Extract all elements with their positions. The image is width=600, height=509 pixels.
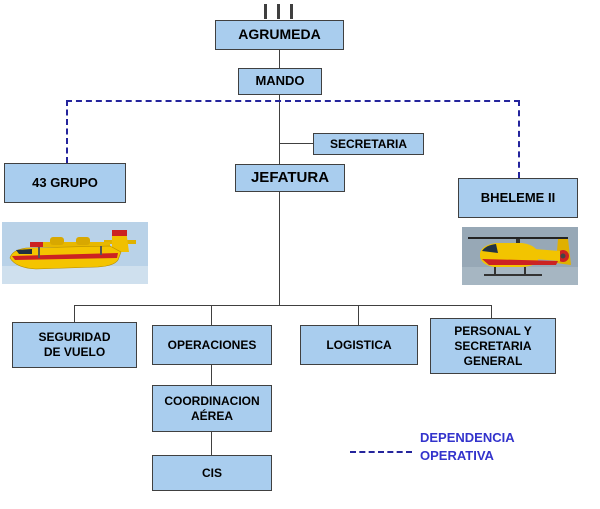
node-personal-y-secretaria-general: PERSONAL Y SECRETARIA GENERAL	[430, 318, 556, 374]
node-agrumeda: AGRUMEDA	[215, 20, 344, 50]
legend-label: DEPENDENCIA OPERATIVA	[420, 430, 515, 463]
node-mando: MANDO	[238, 68, 322, 95]
node-seguridad-de-vuelo: SEGURIDAD DE VUELO	[12, 322, 137, 368]
connector-bus	[74, 305, 492, 306]
connector-secretaria	[280, 143, 313, 144]
node-secretaria: SECRETARIA	[313, 133, 424, 155]
node-coordinacion-aerea: COORDINACION AÉREA	[152, 385, 272, 432]
node-operaciones: OPERACIONES	[152, 325, 272, 365]
dashed-line-bheleme2	[518, 100, 520, 178]
node-43-grupo: 43 GRUPO	[4, 163, 126, 203]
helicopter-icon	[462, 227, 578, 285]
canadair-seaplane-image	[2, 222, 148, 284]
connector-agrumeda-mando	[279, 50, 280, 68]
connector-bus-logistica	[358, 305, 359, 325]
dashed-operational-line	[66, 100, 520, 102]
helicopter-image	[462, 227, 578, 285]
connector-operaciones-coordinacion	[211, 365, 212, 385]
node-bheleme-ii: BHELEME II	[458, 178, 578, 218]
connector-jefatura-bus	[279, 192, 280, 305]
canadair-seaplane-icon	[2, 222, 148, 284]
node-cis: CIS	[152, 455, 272, 491]
legend-dashed-line	[350, 451, 412, 453]
connector-coordinacion-cis	[211, 432, 212, 455]
connector-bus-operaciones	[211, 305, 212, 325]
connector-bus-seguridad	[74, 305, 75, 322]
node-jefatura: JEFATURA	[235, 164, 345, 192]
connector-mando-jefatura	[279, 95, 280, 164]
top-tick-3	[290, 4, 293, 19]
top-tick-2	[277, 4, 280, 19]
dashed-line-grupo43	[66, 100, 68, 163]
connector-bus-personal	[491, 305, 492, 318]
top-tick-1	[264, 4, 267, 19]
node-logistica: LOGISTICA	[300, 325, 418, 365]
